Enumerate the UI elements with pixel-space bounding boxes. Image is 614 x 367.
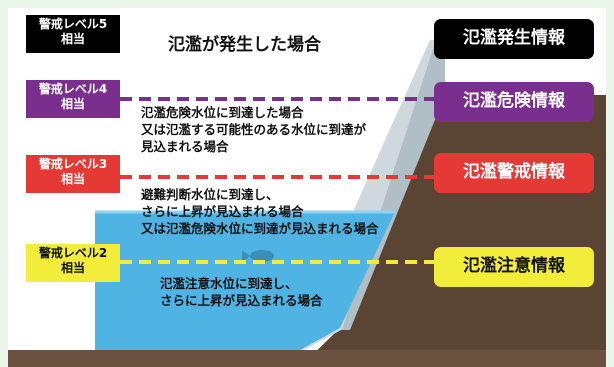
alert-level5-badge: 警戒レベル5 相当 [26, 15, 120, 53]
level3-description: 避難判断水位に到達し、 さらに上昇が見込まれる場合 又は氾濫危険水位に到達が見込… [141, 186, 379, 237]
level4-description-line: 又は氾濫する可能性のある水位に到達が [141, 122, 367, 137]
level4-description-line: 氾濫危険水位に到達した場合 [141, 105, 304, 120]
alert-level3-label: 警戒レベル3 [38, 157, 108, 171]
alert-level3-sub: 相当 [60, 172, 85, 186]
alert-level4-badge: 警戒レベル4 相当 [26, 80, 120, 118]
alert-level4-sub: 相当 [60, 97, 85, 111]
fish-tail [242, 250, 250, 262]
fish-icon [250, 250, 274, 262]
diagram-title: 氾濫が発生した場合 [168, 35, 321, 55]
level3-description-line: 又は氾濫危険水位に到達が見込まれる場合 [141, 221, 379, 236]
alert-level5-sub: 相当 [60, 32, 85, 46]
flood-danger-info: 氾濫危険情報 [434, 82, 594, 122]
flood-warning-info: 氾濫警戒情報 [434, 153, 594, 193]
alert-level3-badge: 警戒レベル3 相当 [26, 155, 120, 193]
level3-description-line: 避難判断水位に到達し、 [141, 187, 279, 202]
alert-level2-sub: 相当 [60, 261, 85, 275]
alert-level4-label: 警戒レベル4 [38, 82, 108, 96]
alert-level2-badge: 警戒レベル2 相当 [26, 244, 120, 282]
alert-level2-label: 警戒レベル2 [38, 246, 108, 260]
river-water [95, 212, 395, 350]
level4-description: 氾濫危険水位に到達した場合 又は氾濫する可能性のある水位に到達が 見込まれる場合 [141, 104, 366, 155]
alert-level5-label: 警戒レベル5 [38, 17, 108, 31]
flood-caution-info: 氾濫注意情報 [434, 247, 594, 287]
flood-occurrence-info: 氾濫発生情報 [434, 19, 594, 59]
level2-description: 氾濫注意水位に到達し、 さらに上昇が見込まれる場合 [160, 275, 323, 309]
level3-description-line: さらに上昇が見込まれる場合 [141, 204, 304, 219]
level2-description-line: さらに上昇が見込まれる場合 [160, 293, 323, 308]
river-bed [8, 350, 606, 367]
level4-description-line: 見込まれる場合 [141, 139, 229, 154]
level2-description-line: 氾濫注意水位に到達し、 [160, 276, 298, 291]
